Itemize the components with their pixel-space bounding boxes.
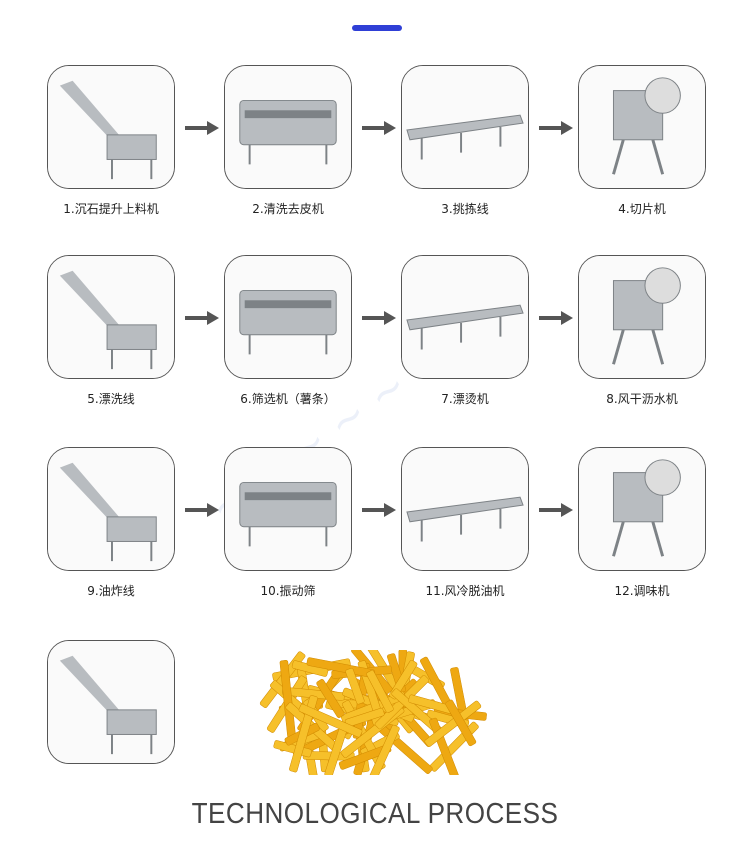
screening-machine-icon	[225, 256, 351, 378]
conveyor-line-icon	[402, 66, 528, 188]
step-label: 11.风冷脱油机	[425, 584, 505, 598]
step-card-1	[47, 65, 175, 189]
air-dryer-machine-icon	[579, 256, 705, 378]
deoiling-machine-icon	[402, 448, 528, 570]
step-label: 10.振动筛	[260, 584, 316, 598]
fry	[298, 703, 363, 738]
step-label: 3.挑拣线	[441, 202, 489, 216]
arrow-right-icon	[185, 120, 219, 135]
arrow-right-icon	[362, 502, 396, 517]
step-card-11	[401, 447, 529, 571]
step-label: 9.油炸线	[87, 584, 135, 598]
step-card-12	[578, 447, 706, 571]
step-card-13	[47, 640, 175, 764]
arrow-right-icon	[362, 310, 396, 325]
slicer-machine-icon	[579, 66, 705, 188]
fry	[366, 670, 394, 713]
french-fries-image	[258, 643, 488, 794]
fry	[424, 700, 482, 747]
arrow-right-icon	[539, 310, 573, 325]
step-card-9	[47, 447, 175, 571]
step-card-5	[47, 255, 175, 379]
step-label: 4.切片机	[618, 202, 666, 216]
blanching-machine-icon	[402, 256, 528, 378]
step-label: 7.漂烫机	[441, 392, 489, 406]
step-card-6	[224, 255, 352, 379]
step-card-7	[401, 255, 529, 379]
step-card-3	[401, 65, 529, 189]
step-card-8	[578, 255, 706, 379]
step-label: 1.沉石提升上料机	[63, 202, 159, 216]
peeler-machine-icon	[225, 66, 351, 188]
seasoning-machine-icon	[579, 448, 705, 570]
fryer-line-icon	[48, 448, 174, 570]
packing-machine-icon	[48, 641, 174, 763]
arrow-right-icon	[185, 310, 219, 325]
washing-line-icon	[48, 256, 174, 378]
elevator-machine-icon	[48, 66, 174, 188]
top-accent-bar	[352, 25, 402, 31]
fry	[445, 699, 477, 747]
step-label: 2.清洗去皮机	[252, 202, 324, 216]
step-label: 12.调味机	[614, 584, 670, 598]
step-card-2	[224, 65, 352, 189]
step-label: 6.筛选机（薯条）	[240, 392, 336, 406]
arrow-right-icon	[362, 120, 396, 135]
step-card-4	[578, 65, 706, 189]
arrow-right-icon	[539, 120, 573, 135]
arrow-right-icon	[185, 502, 219, 517]
step-label: 5.漂洗线	[87, 392, 135, 406]
page-title: TECHNOLOGICAL PROCESS	[191, 798, 559, 830]
fry	[345, 668, 365, 705]
step-label: 8.风干沥水机	[606, 392, 678, 406]
fry	[316, 679, 345, 718]
arrow-right-icon	[539, 502, 573, 517]
step-card-10	[224, 447, 352, 571]
vibrating-screen-icon	[225, 448, 351, 570]
